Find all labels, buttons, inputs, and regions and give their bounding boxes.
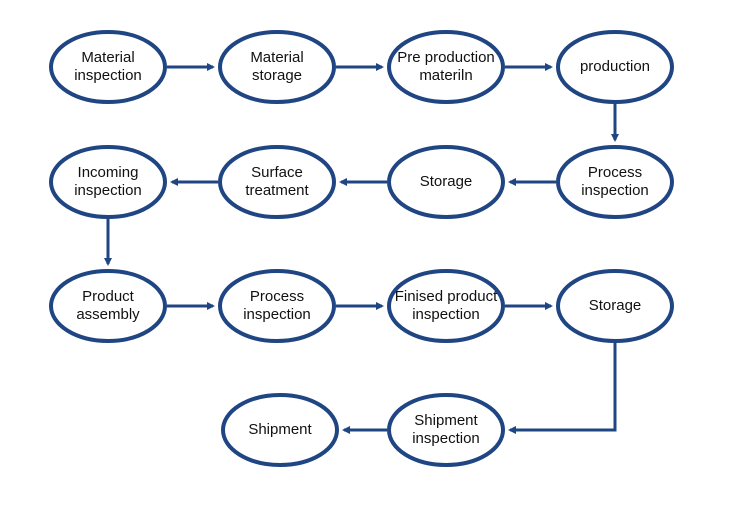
node-production-shape [556,30,674,104]
node-process-inspection-1-shape [556,145,674,219]
node-process-inspection-2-shape [218,269,336,343]
node-finished-product-inspection-shape [387,269,505,343]
node-product-assembly-shape [49,269,167,343]
node-storage-2-shape [556,269,674,343]
node-shipment-inspection-shape [387,393,505,467]
node-material-inspection-shape [49,30,167,104]
node-pre-production-material-shape [387,30,505,104]
node-shipment-shape [221,393,339,467]
node-incoming-inspection-shape [49,145,167,219]
node-storage-1-shape [387,145,505,219]
arrow-storage-2-to-shipment-inspection [508,343,617,434]
node-material-storage-shape [218,30,336,104]
node-surface-treatment-shape [218,145,336,219]
